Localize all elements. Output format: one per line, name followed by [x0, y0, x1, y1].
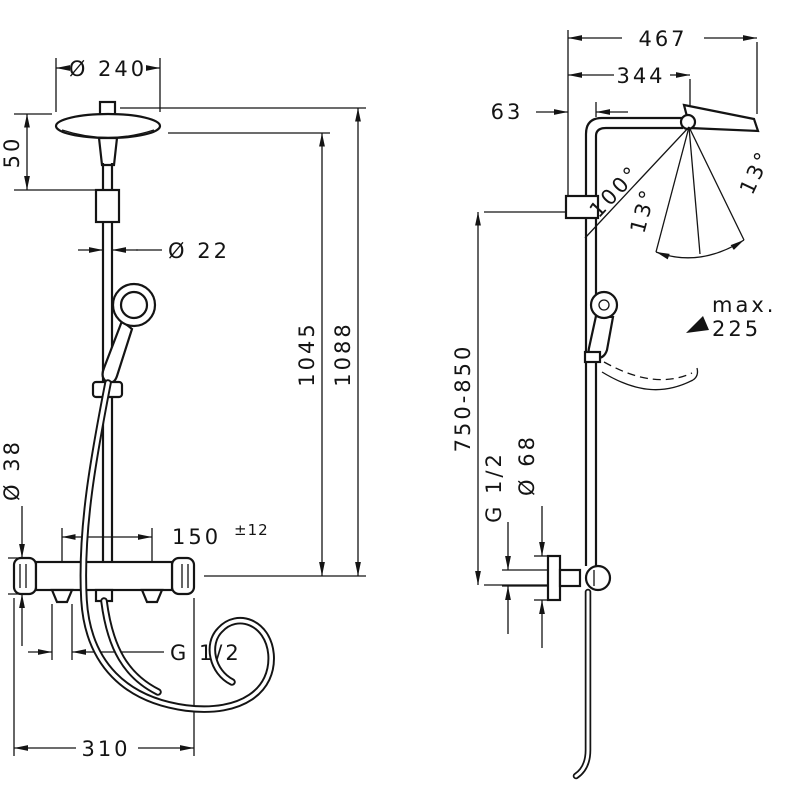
- dim-lines-heights: [120, 107, 366, 577]
- dim-thread-front: G 1/2: [170, 641, 242, 665]
- dim-valve-width: 310: [81, 737, 130, 761]
- dim-lines-escutcheon: [534, 506, 548, 648]
- valve-knob-side: [584, 564, 612, 592]
- hand-shower: [91, 282, 157, 399]
- pipe-sleeve: [94, 188, 121, 224]
- outlet-assembly-side: [546, 554, 612, 780]
- head-pivot-joint: [679, 113, 697, 131]
- dim-valve-diameter: Ø 38: [0, 439, 24, 501]
- dim-tilt-right: 13°: [735, 146, 776, 198]
- hand-shower-head-side: [589, 290, 619, 320]
- dim-connection-tolerance: ±12: [234, 521, 269, 539]
- overhead-shower-side: [679, 103, 760, 133]
- head-joint: [97, 136, 119, 167]
- shower-hose: [79, 379, 275, 713]
- dim-escutcheon-diameter: Ø 68: [515, 434, 539, 496]
- dim-depth-total: 467: [638, 27, 687, 51]
- shower-head-plate: [54, 112, 162, 140]
- dim-lines-connection-spacing: [61, 528, 153, 561]
- right-wall-union: [140, 588, 164, 604]
- dim-depth-arm: 344: [616, 64, 665, 88]
- escutcheon-side: [546, 554, 562, 602]
- dim-bar-height-range: 750-850: [451, 344, 475, 453]
- hand-shower-side: [583, 290, 619, 364]
- thermostat-valve: [12, 556, 196, 604]
- left-wall-union: [50, 588, 74, 604]
- dim-head-height: 50: [0, 136, 24, 169]
- dim-head-diameter: Ø 240: [69, 57, 147, 81]
- dim-max-reach: 225: [712, 317, 761, 341]
- wall-bar-side: [564, 116, 685, 566]
- dim-connection-spacing: 150: [172, 525, 221, 549]
- dim-height-to-arm: 1045: [295, 321, 319, 386]
- overhead-shower: [54, 100, 162, 167]
- angle-fan: [584, 126, 745, 260]
- holder-side: [583, 350, 602, 364]
- valve-right-handle: [170, 556, 196, 596]
- dim-lines-head-height: [14, 113, 95, 191]
- hose-side: [572, 588, 592, 780]
- head-plate-side: [682, 103, 760, 133]
- max-reach-pointer-icon: [686, 316, 709, 333]
- dim-lines-depth-total: [567, 30, 758, 196]
- union-side: [558, 568, 582, 588]
- wall-bracket: [564, 194, 600, 220]
- dim-thread-side: G 1/2: [482, 451, 506, 523]
- dim-lines-bar-height: [475, 211, 566, 586]
- hand-shower-handle: [101, 319, 134, 384]
- dim-height-total: 1088: [331, 321, 355, 386]
- dim-lines-head-diameter: [55, 58, 161, 112]
- valve-left-handle: [12, 556, 38, 596]
- max-reach-annotation: [601, 316, 709, 391]
- dim-wall-offset: 63: [491, 100, 524, 124]
- dim-pipe-diameter: Ø 22: [168, 239, 230, 263]
- valve-body: [34, 560, 174, 592]
- dim-lines-valve-width: [13, 598, 195, 756]
- dim-tilt-left: 13°: [626, 185, 661, 236]
- dim-lines-wall-offset: [536, 102, 628, 117]
- dim-lines-thread-front: [28, 604, 164, 660]
- label-max: max.: [712, 293, 776, 317]
